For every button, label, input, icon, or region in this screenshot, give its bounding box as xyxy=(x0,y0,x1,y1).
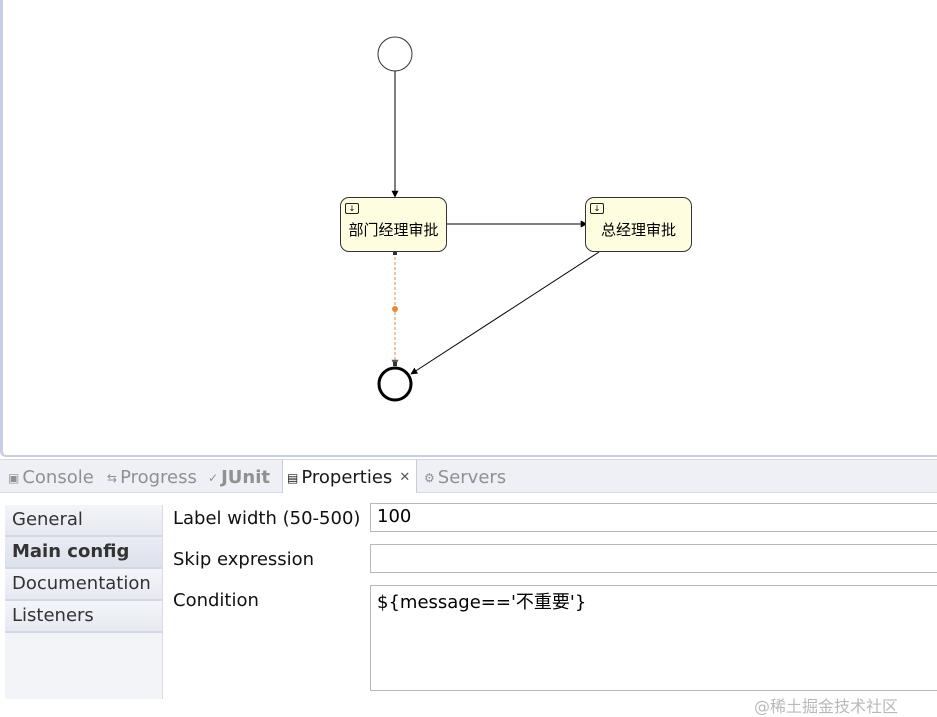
junit-icon: ✓ xyxy=(208,471,219,485)
user-task-icon: ↓ xyxy=(345,203,359,214)
label-width-input[interactable]: 100 xyxy=(370,503,937,532)
sidebar-item-general[interactable]: General xyxy=(5,505,162,537)
task-dept-manager-approval[interactable]: ↓ 部门经理审批 xyxy=(340,197,447,252)
condition-textarea[interactable]: ${message=='不重要'} xyxy=(370,585,937,691)
watermark: @稀土掘金技术社区 xyxy=(754,697,899,716)
progress-icon: ⇆ xyxy=(107,471,118,485)
tab-progress[interactable]: ⇆Progress xyxy=(107,467,197,488)
condition-label: Condition xyxy=(173,590,259,611)
task-label: 总经理审批 xyxy=(600,221,676,239)
diagram-canvas[interactable]: ↓ 部门经理审批 ↓ 总经理审批 xyxy=(0,0,937,457)
skip-expression-input[interactable] xyxy=(370,544,937,573)
selection-handle-mid[interactable] xyxy=(392,306,398,312)
label-width-label: Label width (50-500) xyxy=(173,508,361,529)
task-label: 部门经理审批 xyxy=(348,221,439,239)
close-icon[interactable]: ✕ xyxy=(399,470,411,485)
tab-console[interactable]: ▣Console xyxy=(8,467,94,488)
console-icon: ▣ xyxy=(8,471,20,485)
skip-expression-label: Skip expression xyxy=(173,549,315,570)
tab-servers[interactable]: ⚙Servers xyxy=(424,467,507,488)
selection-handle-top[interactable] xyxy=(393,251,397,255)
view-tab-bar: ▣Console ⇆Progress ✓JUnit ▤Properties✕ ⚙… xyxy=(0,459,937,494)
properties-sidebar: General Main config Documentation Listen… xyxy=(5,505,163,699)
start-event[interactable] xyxy=(377,36,413,72)
properties-icon: ▤ xyxy=(287,471,299,485)
end-event[interactable] xyxy=(377,366,413,402)
user-task-icon: ↓ xyxy=(590,203,604,214)
tab-junit[interactable]: ✓JUnit xyxy=(208,467,270,488)
process-diagram[interactable] xyxy=(3,0,937,457)
sidebar-item-listeners[interactable]: Listeners xyxy=(5,601,162,633)
selection-handle-bottom[interactable] xyxy=(393,362,397,366)
bottom-panel: ▣Console ⇆Progress ✓JUnit ▤Properties✕ ⚙… xyxy=(0,459,937,716)
sidebar-item-main-config[interactable]: Main config xyxy=(5,537,162,569)
servers-icon: ⚙ xyxy=(424,471,435,485)
task-general-manager-approval[interactable]: ↓ 总经理审批 xyxy=(585,197,692,252)
flow-gm-to-end[interactable] xyxy=(410,251,600,375)
tab-properties[interactable]: ▤Properties✕ xyxy=(282,460,418,494)
properties-content: General Main config Documentation Listen… xyxy=(0,493,937,716)
sidebar-item-documentation[interactable]: Documentation xyxy=(5,569,162,601)
